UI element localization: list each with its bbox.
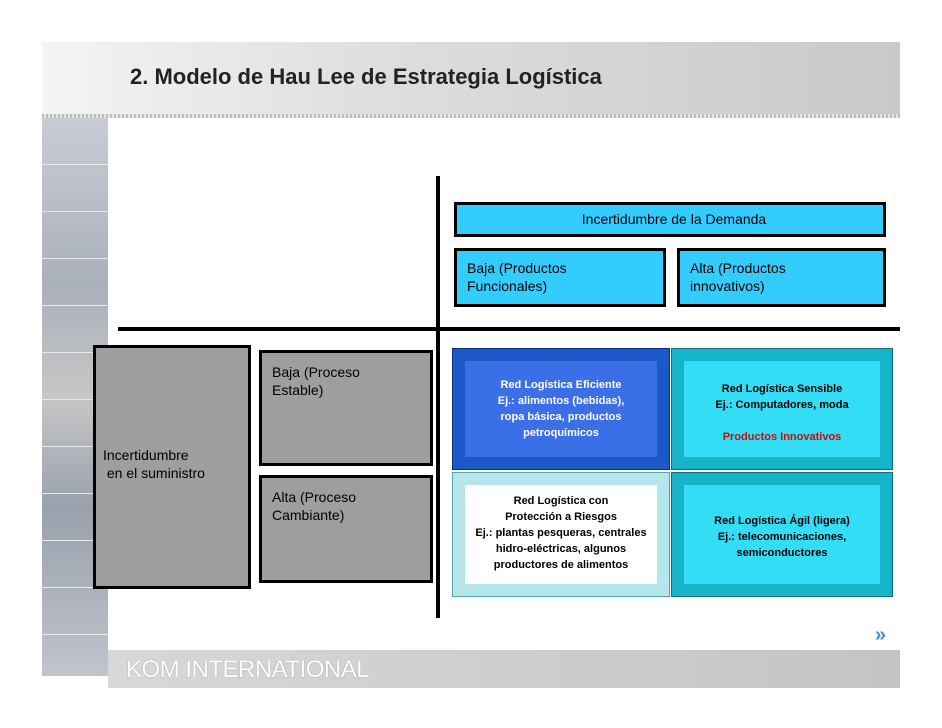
efficient-line-4: petroquímicos <box>523 427 599 439</box>
demand-high-box: Alta (Productos innovativos) <box>677 248 886 307</box>
supply-label-line-1: Incertidumbre <box>103 447 189 463</box>
next-slide-icon[interactable]: » <box>874 624 886 646</box>
efficient-line-1: Red Logística Eficiente <box>500 379 622 391</box>
quadrant-agile-face: Red Logística Ágil (ligera) Ej.: telecom… <box>684 485 880 584</box>
sensitive-line-1: Red Logística Sensible <box>721 383 843 395</box>
agile-line-2: Ej.: telecomunicaciones, <box>717 531 847 543</box>
quadrant-efficient: Red Logística Eficiente Ej.: alimentos (… <box>452 348 670 470</box>
slide-title: 2. Modelo de Hau Lee de Estrategia Logís… <box>130 64 602 89</box>
process-stable-box: Baja (Proceso Estable) <box>259 350 433 466</box>
risk-line-2: Protección a Riesgos <box>505 511 617 523</box>
innovative-products-note: Productos Innovativos <box>722 431 842 443</box>
agile-line-3: semiconductores <box>736 547 828 559</box>
demand-low-line-1: Baja (Productos <box>467 260 567 276</box>
quadrant-efficient-text: Red Logística Eficiente Ej.: alimentos (… <box>465 377 657 441</box>
quadrant-risk-text: Red Logística con Protección a Riesgos E… <box>465 493 657 573</box>
supply-uncertainty-box <box>93 345 251 589</box>
header-band <box>42 42 900 118</box>
quadrant-risk-face: Red Logística con Protección a Riesgos E… <box>465 485 657 584</box>
demand-uncertainty-header: Incertidumbre de la Demanda <box>454 202 886 237</box>
process-changing-box: Alta (Proceso Cambiante) <box>259 475 433 583</box>
footer-band <box>108 650 900 688</box>
quadrant-sensitive-face: Red Logística Sensible Ej.: Computadores… <box>684 361 880 457</box>
process-low-line-2: Estable) <box>272 382 324 398</box>
sensitive-line-2: Ej.: Computadores, moda <box>715 399 849 411</box>
risk-line-4: hidro-eléctricas, algunos <box>495 543 627 555</box>
supply-label-line-2: en el suministro <box>103 465 205 481</box>
risk-line-5: productores de alimentos <box>493 559 629 571</box>
quadrant-agile: Red Logística Ágil (ligera) Ej.: telecom… <box>671 472 893 597</box>
vertical-axis-line <box>436 176 440 618</box>
demand-low-box: Baja (Productos Funcionales) <box>454 248 666 307</box>
process-low-line-1: Baja (Proceso <box>272 364 360 380</box>
demand-low-line-2: Funcionales) <box>467 278 548 294</box>
demand-high-line-1: Alta (Productos <box>690 260 786 276</box>
agile-line-1: Red Logística Ágil (ligera) <box>714 515 850 527</box>
quadrant-sensitive: Red Logística Sensible Ej.: Computadores… <box>671 348 893 470</box>
process-high-line-2: Cambiante) <box>272 507 345 523</box>
quadrant-efficient-face: Red Logística Eficiente Ej.: alimentos (… <box>465 361 657 457</box>
risk-line-3: Ej.: plantas pesqueras, centrales <box>475 527 647 539</box>
efficient-line-3: ropa básica, productos <box>500 411 622 423</box>
process-high-line-1: Alta (Proceso <box>272 489 357 505</box>
quadrant-risk-hedging: Red Logística con Protección a Riesgos E… <box>452 472 670 597</box>
efficient-line-2: Ej.: alimentos (bebidas), <box>497 395 625 407</box>
supply-uncertainty-label: Incertidumbre en el suministro <box>103 446 205 482</box>
quadrant-sensitive-text: Red Logística Sensible Ej.: Computadores… <box>684 381 880 445</box>
quadrant-agile-text: Red Logística Ágil (ligera) Ej.: telecom… <box>684 513 880 561</box>
company-logo: KOM INTERNATIONAL <box>126 656 370 683</box>
horizontal-axis-line <box>118 327 900 331</box>
demand-high-line-2: innovativos) <box>690 278 765 294</box>
risk-line-1: Red Logística con <box>513 495 609 507</box>
